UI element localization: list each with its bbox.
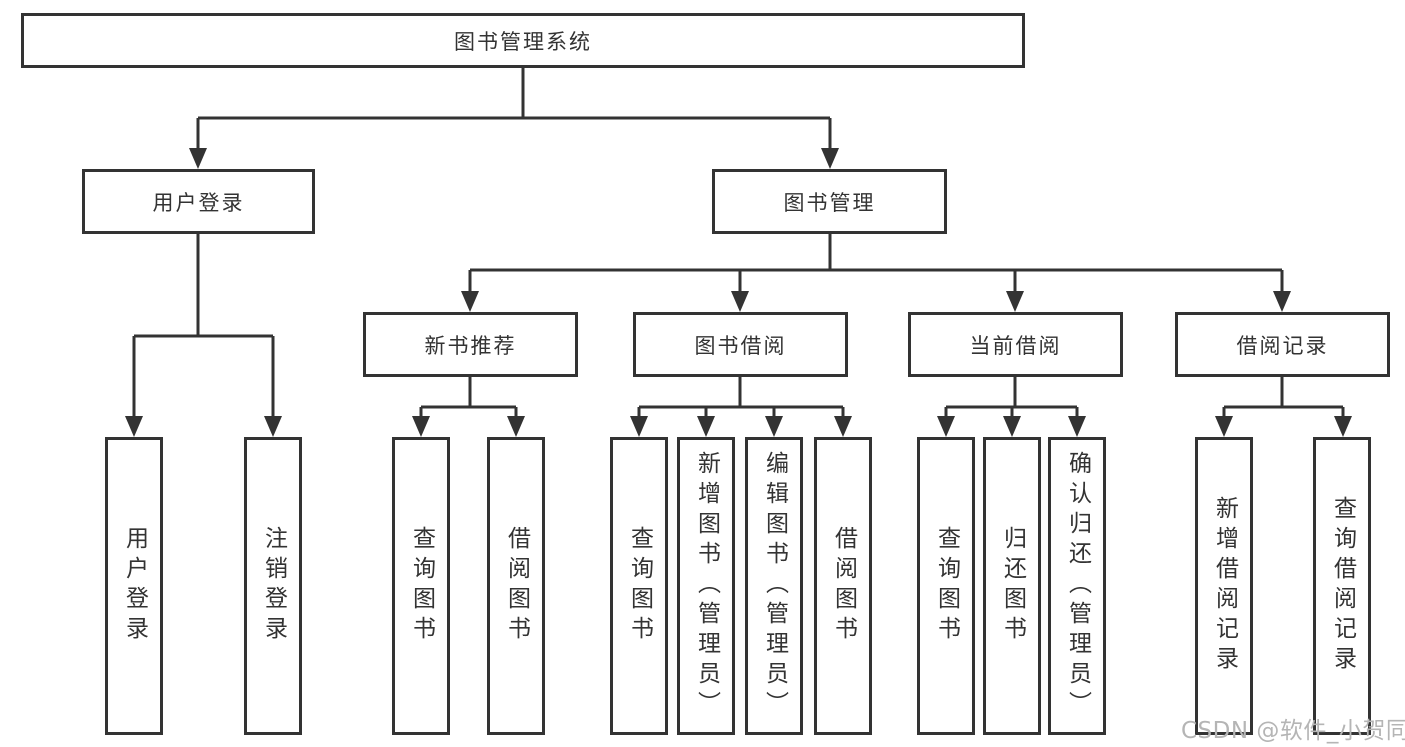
leaf-borrow-books-label: 借阅图书 — [830, 526, 857, 646]
leaf-borrow-books: 借阅图书 — [814, 437, 872, 735]
arrowhead-icons — [125, 148, 1352, 437]
node-user-login-label: 用户登录 — [152, 190, 245, 215]
node-book-management: 图书管理 — [712, 169, 947, 234]
leaf-return-books: 归还图书 — [983, 437, 1041, 735]
leaf-borrowing-query-books-label: 查询图书 — [626, 526, 653, 646]
leaf-logout: 注销登录 — [244, 437, 302, 735]
node-book-management-label: 图书管理 — [783, 190, 876, 215]
leaf-recommend-borrow-books-label: 借阅图书 — [503, 526, 530, 646]
leaf-confirm-return-admin-label: 确认归还（管理员） — [1064, 451, 1091, 721]
node-user-login: 用户登录 — [82, 169, 315, 234]
leaf-user-login-label: 用户登录 — [121, 526, 148, 646]
leaf-edit-books-admin-label: 编辑图书（管理员） — [761, 451, 788, 721]
node-book-borrowing-label: 图书借阅 — [694, 333, 787, 358]
leaf-confirm-return-admin: 确认归还（管理员） — [1048, 437, 1106, 735]
leaf-recommend-query-books: 查询图书 — [392, 437, 450, 735]
node-new-book-recommend-label: 新书推荐 — [424, 333, 517, 358]
node-current-borrowing: 当前借阅 — [908, 312, 1123, 377]
leaf-current-query-books: 查询图书 — [917, 437, 975, 735]
node-book-borrowing: 图书借阅 — [633, 312, 848, 377]
connector-lines — [132, 68, 1345, 419]
node-root-label: 图书管理系统 — [454, 29, 592, 54]
csdn-watermark: CSDN @软件_小贺同学 — [1181, 718, 1405, 744]
leaf-user-login: 用户登录 — [105, 437, 163, 735]
leaf-add-borrow-record-label: 新增借阅记录 — [1211, 496, 1238, 676]
node-new-book-recommend: 新书推荐 — [363, 312, 578, 377]
node-current-borrowing-label: 当前借阅 — [969, 333, 1062, 358]
leaf-add-borrow-record: 新增借阅记录 — [1195, 437, 1253, 735]
node-borrowing-records-label: 借阅记录 — [1236, 333, 1329, 358]
leaf-edit-books-admin: 编辑图书（管理员） — [745, 437, 803, 735]
leaf-current-query-books-label: 查询图书 — [933, 526, 960, 646]
leaf-recommend-query-books-label: 查询图书 — [408, 526, 435, 646]
leaf-logout-label: 注销登录 — [260, 526, 287, 646]
node-root-library-system: 图书管理系统 — [21, 13, 1025, 68]
leaf-add-books-admin-label: 新增图书（管理员） — [693, 451, 720, 721]
node-borrowing-records: 借阅记录 — [1175, 312, 1390, 377]
leaf-return-books-label: 归还图书 — [999, 526, 1026, 646]
leaf-query-borrow-record-label: 查询借阅记录 — [1329, 496, 1356, 676]
leaf-recommend-borrow-books: 借阅图书 — [487, 437, 545, 735]
leaf-borrowing-query-books: 查询图书 — [610, 437, 668, 735]
leaf-query-borrow-record: 查询借阅记录 — [1313, 437, 1371, 735]
leaf-add-books-admin: 新增图书（管理员） — [677, 437, 735, 735]
